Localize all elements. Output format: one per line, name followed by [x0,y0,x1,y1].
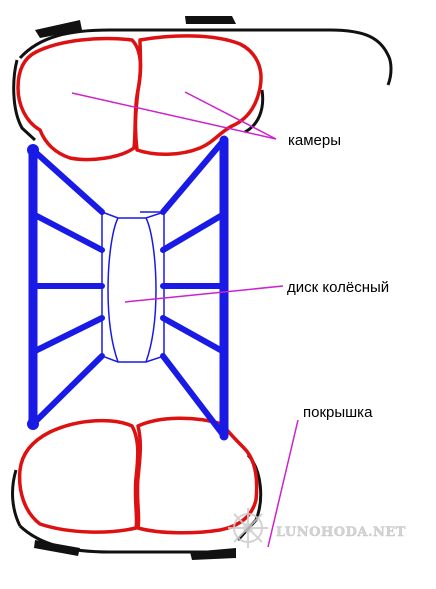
tread-blocks-bottom [34,540,236,560]
tire-bottom-left-flank [11,469,22,527]
label-chambers: камеры [288,132,341,149]
tire-top-outline [18,28,393,86]
rim-inner-right [145,217,157,363]
tread-blocks-top [35,16,236,38]
chamber-bottom-left [17,418,140,534]
label-tire: покрышка [303,404,373,421]
chamber-bottom-right [135,416,259,535]
chamber-top-right [133,34,263,157]
tire-top-left-flank [12,59,37,142]
spoke [160,315,227,355]
tread-block [190,548,236,560]
leader-wheel-disc [124,285,284,303]
tread-block [185,16,236,24]
spoke [160,211,227,253]
strut [30,147,105,215]
wheel-frame [28,135,229,441]
watermark-logo-icon [228,508,268,548]
watermark-text: LUNOHODA.NET [276,525,406,540]
rim-inner-left [107,217,119,363]
tire-top [12,28,393,142]
leader-chamber-left [71,92,277,140]
joint [27,144,39,156]
leader-tire [267,419,299,548]
tire-top-right-flank [244,89,265,134]
wheel-disc-rim [101,210,165,363]
chamber-top-left [16,36,143,162]
frame-joints [27,144,39,430]
logo-spoke [233,513,263,543]
strut [160,353,227,439]
tread-block [34,540,80,556]
tread-block [35,20,82,38]
spoke [30,211,105,253]
joint [27,418,39,430]
chambers-top [16,34,263,162]
spoke [30,315,105,355]
label-wheel-disc: диск колёсный [287,279,389,296]
rim-outer [101,210,165,363]
leader-lines [71,91,299,548]
leader-chamber-right [184,91,277,140]
strut [30,353,105,427]
watermark: LUNOHODA.NET [228,508,406,548]
strut [160,137,227,215]
